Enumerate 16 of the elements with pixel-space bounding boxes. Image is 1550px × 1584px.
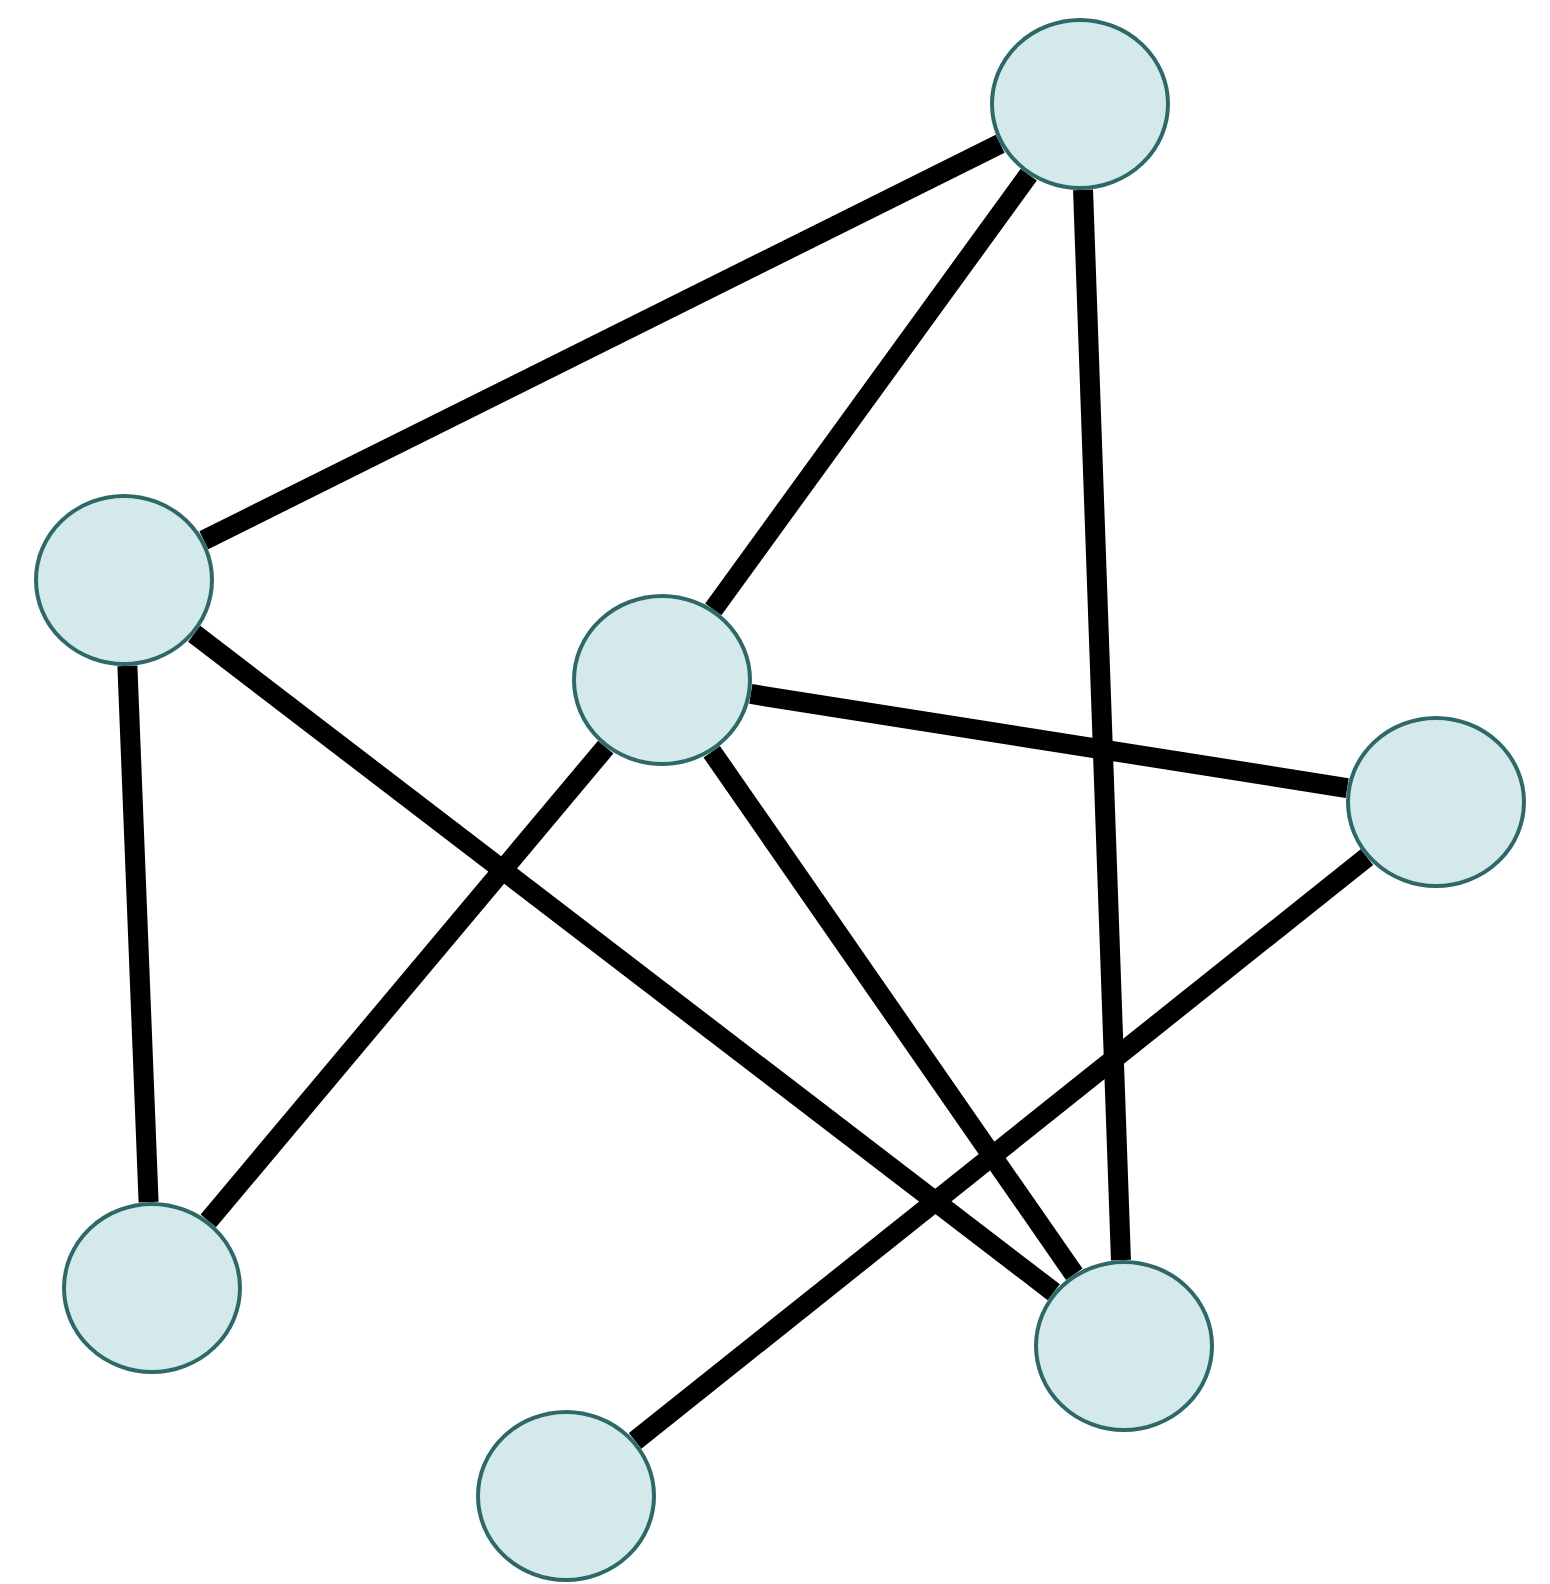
edge-line: [628, 849, 1374, 1449]
edge-line: [117, 665, 159, 1203]
edge-line: [188, 625, 1060, 1301]
graph-vertex: [1034, 1260, 1214, 1432]
edge-line: [705, 168, 1037, 616]
graph-vertex: [572, 594, 752, 766]
edge-line: [200, 740, 614, 1228]
graph-vertex: [476, 1410, 656, 1582]
graph-vertex: [62, 1202, 242, 1374]
graph-vertex: [34, 494, 214, 666]
edge-line: [749, 684, 1349, 798]
graph-vertex: [1346, 716, 1526, 888]
edge-line: [1073, 189, 1131, 1261]
edge-line: [703, 746, 1083, 1280]
edge-line: [199, 134, 1005, 550]
graph-vertex: [990, 18, 1170, 190]
